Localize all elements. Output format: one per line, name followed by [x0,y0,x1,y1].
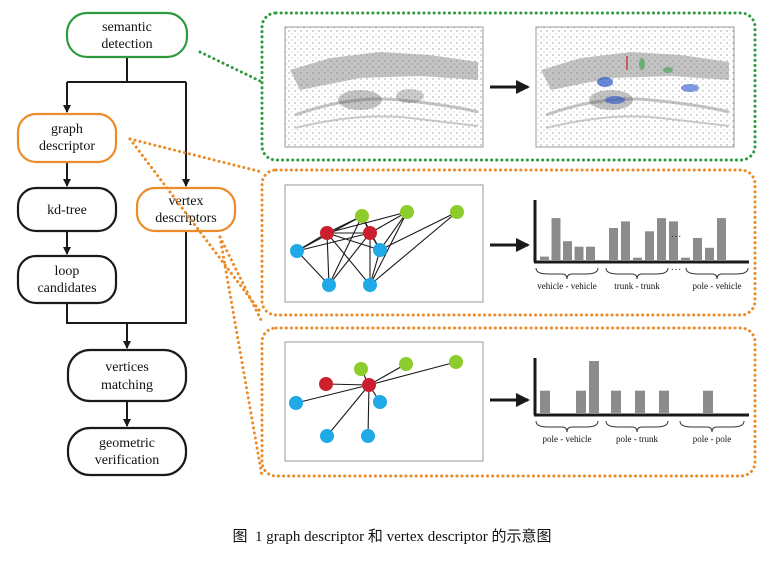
node-graph-descriptor: graph descriptor [16,112,118,164]
panel-semantic-detection [260,11,757,162]
histogram-bar [574,246,584,261]
node-label: detection [101,37,152,52]
star-vertex-pole [319,377,333,391]
node-label: semantic [102,20,152,35]
figure-caption: 图 1 graph descriptor 和 vertex descriptor… [0,525,784,546]
histogram-bar [609,228,618,261]
histogram-ellipsis: ··· [671,264,682,276]
histogram-bar [611,390,621,414]
graph-vertex-trunk [355,209,369,223]
node-label: matching [101,378,153,393]
histogram-bar [657,218,666,261]
figure-number: 图 1 [232,529,263,545]
graph-vertices [290,205,464,292]
graph-vertex-pole [320,226,334,240]
graph-histogram-bars [540,218,726,261]
histogram-bar [681,257,690,261]
brace [605,420,669,433]
graph-vertex-trunk [400,205,414,219]
flowchart-connectors [63,57,190,427]
panel-vertex-descriptor: pole - vehicle pole - trunk pole - pole [260,326,757,478]
point-cloud-image-labeled [535,26,735,148]
histogram-bar [669,221,678,261]
node-label: vertices [105,360,149,375]
histogram-bar [693,237,702,261]
histogram-bar [586,246,595,261]
histogram-group-label: vehicle - vehicle [537,281,596,291]
histogram-group-label: pole - vehicle [693,281,742,291]
caption-text: graph descriptor 和 vertex descriptor 的示意… [262,529,552,545]
star-graph-vertices [289,355,463,443]
graph-vertex-pole [363,226,377,240]
node-label: candidates [37,281,96,296]
star-vertex-vehicle [320,429,334,443]
histogram-bar [589,361,599,414]
brace [605,267,669,280]
histogram-bar [576,390,586,414]
node-loop-candidates: loop candidates [16,254,118,305]
node-vertices-matching: vertices matching [66,348,188,403]
callout-lines [128,50,264,478]
histogram-bar [645,231,654,261]
star-vertex-vehicle [373,395,387,409]
star-vertex-vehicle [361,429,375,443]
histogram-bar [551,218,561,261]
panel-graph-descriptor: ··· ··· vehicle - vehicle trunk - trunk … [260,168,757,317]
graph-histogram: ··· ··· vehicle - vehicle trunk - trunk … [533,200,749,291]
node-vertex-descriptors: vertex descriptors [135,186,237,233]
histogram-ellipsis: ··· [671,231,682,243]
star-vertex-center-pole [362,378,376,392]
node-label: geometric [99,436,155,451]
vertex-histogram: pole - vehicle pole - trunk pole - pole [533,358,749,444]
histogram-bar [633,257,642,261]
graph-vertex-vehicle [363,278,377,292]
graph-vertex-vehicle [290,244,304,258]
star-graph-edges [295,361,457,437]
histogram-bar [705,247,714,261]
node-label: descriptor [39,139,95,154]
histogram-bar [621,221,630,261]
graph-vertex-trunk [450,205,464,219]
node-label: descriptors [155,211,216,226]
histogram-group-label: pole - trunk [616,434,658,444]
node-label: verification [95,453,160,468]
histogram-bar [703,390,713,414]
graph-vertex-vehicle [373,243,387,257]
brace [679,420,745,433]
histogram-group-label: pole - vehicle [543,434,592,444]
histogram-bar [563,241,572,261]
graph-vertex-vehicle [322,278,336,292]
node-label: graph [51,122,83,137]
histogram-bar [635,390,645,414]
node-label: kd-tree [47,203,87,218]
brace [685,267,749,280]
point-cloud-image-raw [284,26,484,148]
histogram-bar [540,390,550,414]
vertex-histogram-bars [540,361,713,414]
histogram-group-label: trunk - trunk [614,281,660,291]
node-label: vertex [169,194,204,209]
star-vertex-trunk [354,362,368,376]
brace [535,267,599,280]
node-kd-tree: kd-tree [16,186,118,233]
star-vertex-trunk [449,355,463,369]
histogram-bar [659,390,669,414]
histogram-bar [540,256,549,261]
star-vertex-vehicle [289,396,303,410]
node-label: loop [55,264,80,279]
figure-diagram: semantic detection graph descriptor kd-t… [16,11,757,478]
star-vertex-trunk [399,357,413,371]
node-semantic-detection: semantic detection [65,11,189,59]
node-geometric-verification: geometric verification [66,426,188,477]
brace [535,420,599,433]
histogram-group-label: pole - pole [693,434,732,444]
histogram-bar [717,218,726,261]
